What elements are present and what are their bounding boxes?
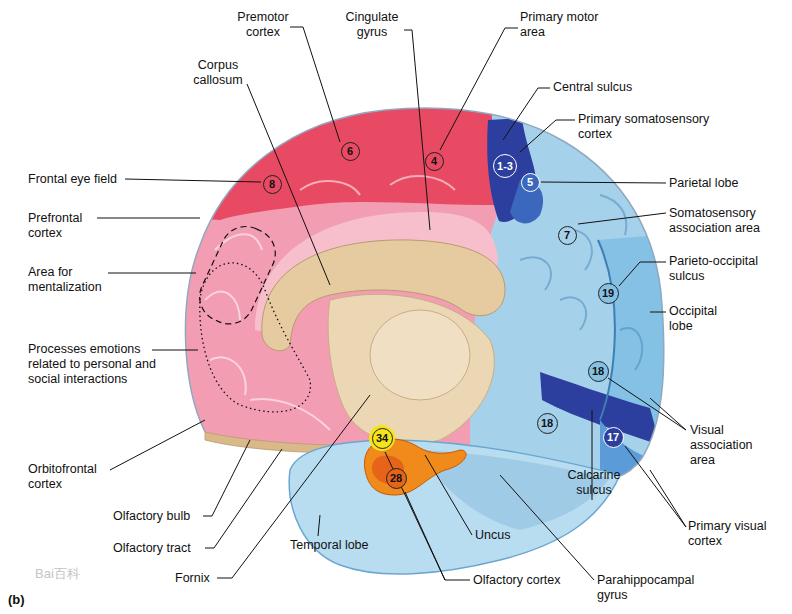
callout-number: 1-3 (497, 160, 513, 172)
region-label: Primary somatosensory cortex (578, 112, 738, 142)
callout-circle: 19 (598, 283, 619, 304)
callout-number: 34 (376, 432, 388, 444)
region-label: Olfactory cortex (473, 573, 583, 588)
region-label: Visual association area (690, 423, 772, 468)
label-text: Primary somatosensory cortex (578, 112, 709, 141)
region-label: Primary motor area (520, 10, 615, 40)
label-text: Bai百科 (35, 566, 80, 581)
panel-letter: (b) (8, 592, 25, 607)
region-label: Premotor cortex (228, 10, 298, 40)
label-text: Frontal eye field (28, 172, 117, 186)
callout-number: 5 (527, 176, 533, 188)
region-label: Central sulcus (553, 80, 663, 95)
label-text: Occipital lobe (669, 304, 717, 333)
callout-number: 18 (541, 417, 553, 429)
callout-circle: 28 (386, 468, 407, 489)
region-label: Processes emotions related to personal a… (28, 342, 178, 387)
label-text: Temporal lobe (290, 538, 369, 552)
region-label: Parieto-occipital sulcus (669, 254, 781, 284)
region-label: Olfactory tract (113, 541, 191, 556)
callout-number: 8 (269, 178, 275, 190)
label-text: Olfactory tract (113, 541, 191, 555)
label-text: Uncus (475, 528, 510, 542)
region-label: Prefrontal cortex (28, 211, 98, 241)
callout-number: 19 (602, 287, 614, 299)
label-text: Central sulcus (553, 80, 632, 94)
callout-number: 6 (347, 145, 353, 157)
callout-circle: 4 (425, 152, 444, 171)
label-text: Visual association area (690, 423, 753, 467)
label-text: Primary visual cortex (688, 519, 767, 548)
callout-circle: 34 (372, 428, 393, 449)
label-text: Parahippocampal gyrus (597, 573, 694, 602)
callout-circle: 8 (263, 175, 282, 194)
callout-circle: 18 (588, 361, 609, 382)
label-text: Premotor cortex (237, 10, 288, 39)
region-label: Cingulate gyrus (340, 10, 404, 40)
label-text: Processes emotions related to personal a… (28, 342, 156, 386)
callout-number: 17 (607, 431, 619, 443)
region-label: Somatosensory association area (669, 206, 784, 236)
label-text: Olfactory bulb (113, 509, 190, 523)
leader-lines (97, 27, 686, 580)
region-label: Occipital lobe (669, 304, 739, 334)
region-label: Corpus callosum (186, 58, 250, 88)
label-text: Orbitofrontal cortex (28, 462, 97, 491)
label-text: Cingulate gyrus (346, 10, 399, 39)
callout-number: 18 (592, 365, 604, 377)
label-text: Corpus callosum (193, 58, 242, 87)
label-text: Primary motor area (520, 10, 598, 39)
region-label: Orbitofrontal cortex (28, 462, 110, 492)
region-label: Frontal eye field (28, 172, 148, 187)
region-label: Fornix (175, 571, 210, 586)
label-text: Prefrontal cortex (28, 211, 82, 240)
region-label: Parahippocampal gyrus (597, 573, 707, 603)
callout-number: 28 (390, 472, 402, 484)
region-label: Temporal lobe (290, 538, 369, 553)
label-text: Parieto-occipital sulcus (669, 254, 758, 283)
region-label: Parietal lobe (669, 176, 779, 191)
region-label: Olfactory bulb (113, 509, 190, 524)
label-text: Olfactory cortex (473, 573, 561, 587)
region-label: Area for mentalization (28, 265, 113, 295)
callout-circle: 1-3 (493, 154, 517, 178)
label-text: Area for mentalization (28, 265, 102, 294)
region-label: Uncus (475, 528, 510, 543)
watermark: Bai百科 (35, 566, 80, 581)
region-label: Calcarine sulcus (563, 468, 625, 498)
callout-circle: 7 (558, 226, 577, 245)
callout-circle: 6 (341, 142, 360, 161)
callout-circle: 17 (603, 427, 624, 448)
callout-number: 7 (564, 229, 570, 241)
label-text: Fornix (175, 571, 210, 585)
region-label: Primary visual cortex (688, 519, 783, 549)
callout-circle: 18 (537, 413, 558, 434)
label-text: Parietal lobe (669, 176, 739, 190)
callout-circle: 5 (521, 173, 540, 192)
label-text: Somatosensory association area (669, 206, 760, 235)
label-text: (b) (8, 592, 25, 607)
callout-number: 4 (431, 155, 437, 167)
label-text: Calcarine sulcus (568, 468, 621, 497)
